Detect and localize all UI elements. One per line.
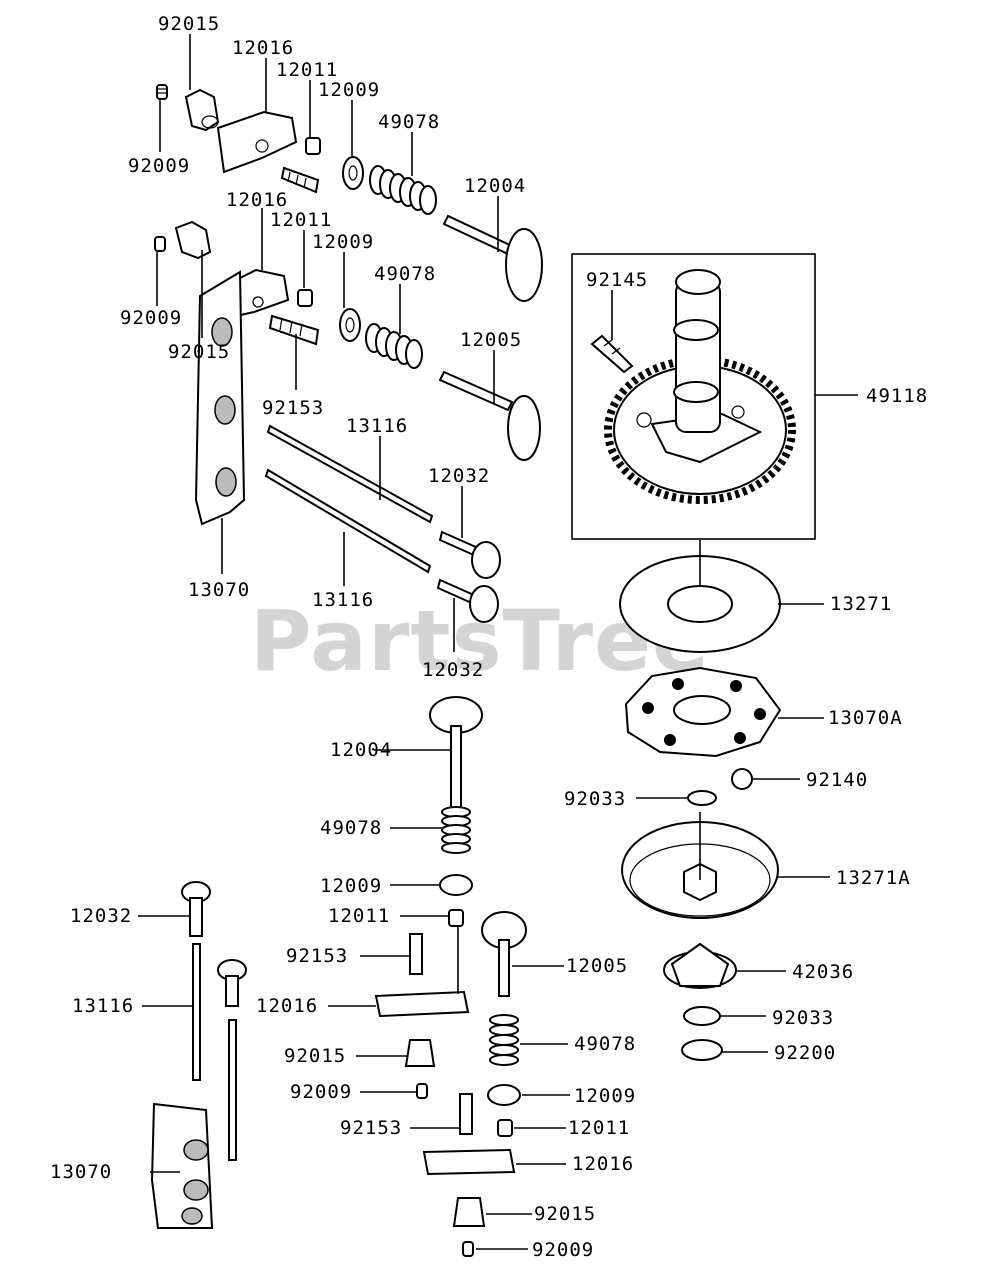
guide-plate-13070-b[interactable]	[150, 1102, 214, 1229]
label-12032: 12032	[422, 659, 484, 681]
rocker-arm-12016-c[interactable]	[374, 990, 470, 1018]
label-13271A: 13271A	[836, 867, 911, 889]
label-92033: 92033	[772, 1007, 834, 1029]
stud-92153-d[interactable]	[459, 1093, 473, 1135]
label-12009: 12009	[320, 875, 382, 897]
label-12004: 12004	[464, 175, 526, 197]
stud-92153-b[interactable]	[268, 314, 320, 346]
intake-valve-12005-a[interactable]	[438, 370, 514, 412]
label-92015: 92015	[168, 341, 230, 363]
label-12016: 12016	[256, 995, 318, 1017]
label-49118: 49118	[866, 385, 928, 407]
label-42036: 42036	[792, 961, 854, 983]
label-92009: 92009	[532, 1239, 594, 1261]
label-13070: 13070	[188, 579, 250, 601]
ball-92140[interactable]	[731, 768, 753, 790]
label-49078: 49078	[320, 817, 382, 839]
label-12009: 12009	[318, 79, 380, 101]
label-92015: 92015	[284, 1045, 346, 1067]
label-12016: 12016	[226, 189, 288, 211]
valve-cap-12011-d[interactable]	[497, 1119, 513, 1137]
push-rods-13116-lower[interactable]	[192, 943, 237, 1161]
valve-cap-12011-c[interactable]	[448, 909, 464, 927]
label-92153: 92153	[262, 397, 324, 419]
spring-retainer-12009-b[interactable]	[339, 308, 361, 342]
label-12011: 12011	[328, 905, 390, 927]
lower-left-group	[150, 881, 247, 1229]
label-13116: 13116	[72, 995, 134, 1017]
label-13070A: 13070A	[828, 707, 903, 729]
leader-lines	[138, 34, 858, 1250]
label-92009: 92009	[128, 155, 190, 177]
label-92140: 92140	[806, 769, 868, 791]
spring-retainer-12009-d[interactable]	[487, 1084, 521, 1106]
tappets-12032-upper[interactable]	[436, 530, 501, 623]
stud-92153-c[interactable]	[409, 933, 423, 975]
exhaust-valve-12004-a[interactable]	[442, 214, 514, 256]
set-screw-92009-c[interactable]	[416, 1083, 428, 1099]
label-92015: 92015	[158, 13, 220, 35]
label-12011: 12011	[568, 1117, 630, 1139]
camshaft-gear-49118[interactable]	[604, 269, 796, 504]
push-rods-13116-upper[interactable]	[264, 424, 434, 574]
label-13271: 13271	[830, 593, 892, 615]
label-49078: 49078	[378, 111, 440, 133]
label-92009: 92009	[120, 307, 182, 329]
governor-weight-13070A[interactable]	[624, 666, 782, 758]
label-13116: 13116	[346, 415, 408, 437]
label-92015: 92015	[534, 1203, 596, 1225]
plate-13271[interactable]	[619, 555, 781, 653]
washer-92200[interactable]	[681, 1039, 723, 1061]
valve-train-upper	[156, 84, 543, 302]
label-49078: 49078	[374, 263, 436, 285]
label-12016: 12016	[232, 37, 294, 59]
pivot-nut-92015-b[interactable]	[174, 220, 212, 260]
snap-ring-92033-a[interactable]	[687, 790, 717, 806]
snap-ring-92033-b[interactable]	[683, 1006, 721, 1026]
label-12032: 12032	[428, 465, 490, 487]
spring-retainer-12009-c[interactable]	[439, 874, 473, 896]
label-92200: 92200	[774, 1042, 836, 1064]
label-12009: 12009	[574, 1085, 636, 1107]
label-92153: 92153	[340, 1117, 402, 1139]
pivot-nut-92015-c[interactable]	[404, 1039, 436, 1067]
label-92009: 92009	[290, 1081, 352, 1103]
label-12004: 12004	[330, 739, 392, 761]
spring-retainer-12009-a[interactable]	[342, 156, 364, 190]
valve-cap-12011-b[interactable]	[297, 289, 313, 307]
valve-cap-12011-a[interactable]	[305, 137, 321, 155]
label-49078: 49078	[574, 1033, 636, 1055]
rocker-arm-12016-d[interactable]	[422, 1148, 516, 1176]
valve-spring-49078-c[interactable]	[441, 806, 471, 854]
set-screw-92009-a[interactable]	[156, 84, 168, 100]
label-12005: 12005	[566, 955, 628, 977]
label-13070: 13070	[50, 1161, 112, 1183]
set-screw-92009-d[interactable]	[462, 1241, 474, 1257]
label-92153: 92153	[286, 945, 348, 967]
valve-train-lower-center	[374, 696, 527, 1257]
label-13116: 13116	[312, 589, 374, 611]
part-labels: 92015 12016 12011 12009 49078 92009 1200…	[50, 13, 928, 1261]
exhaust-valve-12004-b[interactable]	[429, 696, 483, 809]
pivot-nut-92015-d[interactable]	[452, 1197, 486, 1227]
label-92145: 92145	[586, 269, 648, 291]
tappet-12032-lower[interactable]	[181, 881, 247, 1007]
valve-spring-49078-d[interactable]	[489, 1014, 519, 1066]
intake-valve-12005-b[interactable]	[481, 911, 527, 997]
set-screw-92009-b[interactable]	[154, 236, 166, 252]
gear-42036[interactable]	[663, 942, 737, 989]
label-92033: 92033	[564, 788, 626, 810]
label-12011: 12011	[270, 209, 332, 231]
valve-spring-49078-b[interactable]	[365, 323, 423, 369]
valve-spring-49078-a[interactable]	[369, 165, 437, 215]
label-12005: 12005	[460, 329, 522, 351]
label-12009: 12009	[312, 231, 374, 253]
label-12032: 12032	[70, 905, 132, 927]
label-12011: 12011	[276, 59, 338, 81]
camshaft-assembly-box	[571, 253, 816, 540]
stud-92153-a[interactable]	[280, 166, 320, 194]
label-12016: 12016	[572, 1153, 634, 1175]
